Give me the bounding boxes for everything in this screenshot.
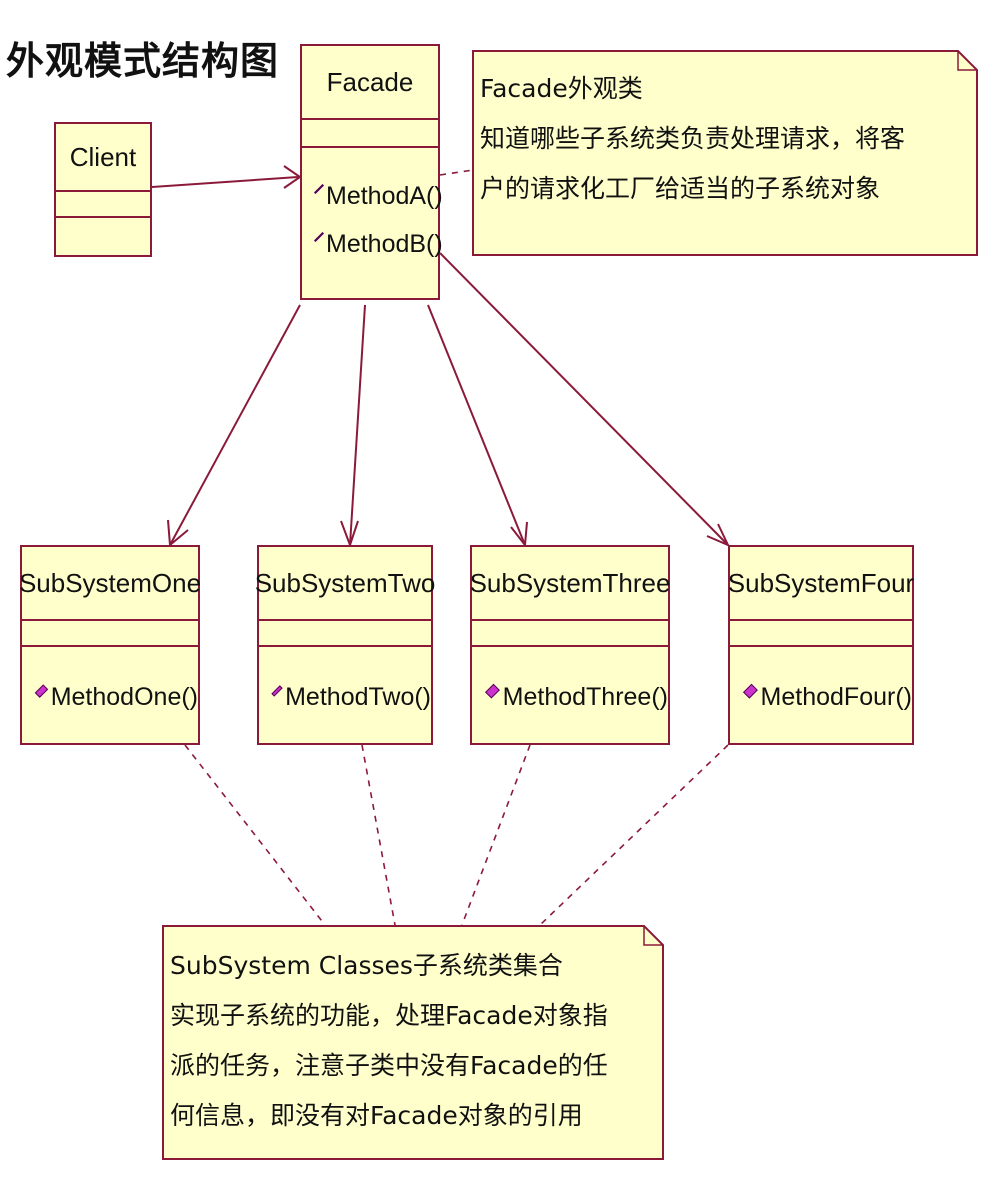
- subsystem-four-note-anchor: [539, 744, 729, 926]
- class-subsystem-two[interactable]: SubSystemTwo MethodTwo(): [255, 545, 435, 745]
- note-line: 派的任务，注意子类中没有Facade的任: [170, 1051, 608, 1080]
- facade-to-subsystem-three-association: [427, 304, 528, 548]
- note-line: 何信息，即没有对Facade对象的引用: [170, 1101, 583, 1130]
- public-method-icon: [314, 184, 324, 194]
- public-method-icon: [743, 683, 758, 698]
- public-method-icon: [314, 232, 324, 242]
- attributes-compartment: [302, 120, 438, 148]
- note-shape: [162, 925, 664, 1160]
- class-subsystem-three[interactable]: SubSystemThree MethodThree(): [470, 545, 670, 745]
- operations-compartment: MethodOne(): [22, 647, 198, 743]
- diagram-title: 外观模式结构图: [6, 39, 280, 83]
- class-subsystem-one[interactable]: SubSystemOne MethodOne(): [19, 545, 201, 745]
- note-line: 知道哪些子系统类负责处理请求，将客: [480, 124, 906, 153]
- method-three: MethodThree(): [485, 683, 668, 712]
- public-method-icon: [271, 684, 283, 697]
- facade-to-subsystem-four-association: [439, 252, 731, 547]
- class-subsystem-four[interactable]: SubSystemFour MethodFour(): [728, 545, 914, 745]
- subsystem-note: SubSystem Classes子系统类集合 实现子系统的功能，处理Facad…: [162, 925, 664, 1160]
- note-line: SubSystem Classes子系统类集合: [170, 951, 563, 980]
- operations-compartment: MethodThree(): [472, 647, 668, 743]
- method-b: MethodB(): [314, 220, 443, 268]
- class-facade[interactable]: Facade MethodA() MethodB(): [300, 44, 443, 300]
- class-name: SubSystemTwo: [255, 547, 435, 621]
- method-a: MethodA(): [314, 172, 443, 220]
- note-shape: [472, 50, 978, 256]
- operations-compartment: MethodTwo(): [259, 647, 431, 743]
- facade-note: Facade外观类 知道哪些子系统类负责处理请求，将客 户的请求化工厂给适当的子…: [472, 50, 978, 256]
- subsystem-two-note-anchor: [361, 744, 396, 926]
- facade-to-subsystem-two-association: [340, 304, 366, 548]
- operations-compartment: MethodFour(): [730, 647, 912, 743]
- note-line: Facade外观类: [480, 74, 643, 103]
- method-four: MethodFour(): [743, 683, 912, 712]
- attributes-compartment: [259, 621, 431, 647]
- method-one: MethodOne(): [34, 683, 198, 712]
- facade-note-anchor: [439, 169, 474, 176]
- note-line: 实现子系统的功能，处理Facade对象指: [170, 1001, 608, 1030]
- facade-to-subsystem-one-association: [167, 304, 301, 548]
- attributes-compartment: [56, 192, 150, 218]
- operations-compartment: MethodA() MethodB(): [302, 148, 443, 298]
- subsystem-three-note-anchor: [461, 744, 531, 926]
- class-name: SubSystemFour: [728, 547, 914, 621]
- class-name: SubSystemOne: [19, 547, 201, 621]
- client-to-facade-association: [151, 165, 302, 189]
- class-name: Facade: [302, 46, 438, 120]
- subsystem-one-note-anchor: [184, 744, 326, 926]
- attributes-compartment: [472, 621, 668, 647]
- class-name: Client: [56, 124, 150, 192]
- method-two: MethodTwo(): [271, 683, 431, 712]
- class-name: SubSystemThree: [470, 547, 670, 621]
- note-line: 户的请求化工厂给适当的子系统对象: [480, 174, 881, 203]
- attributes-compartment: [22, 621, 198, 647]
- attributes-compartment: [730, 621, 912, 647]
- operations-compartment: [56, 218, 150, 255]
- public-method-icon: [485, 683, 500, 698]
- class-client[interactable]: Client: [54, 122, 152, 257]
- public-method-icon: [34, 683, 48, 698]
